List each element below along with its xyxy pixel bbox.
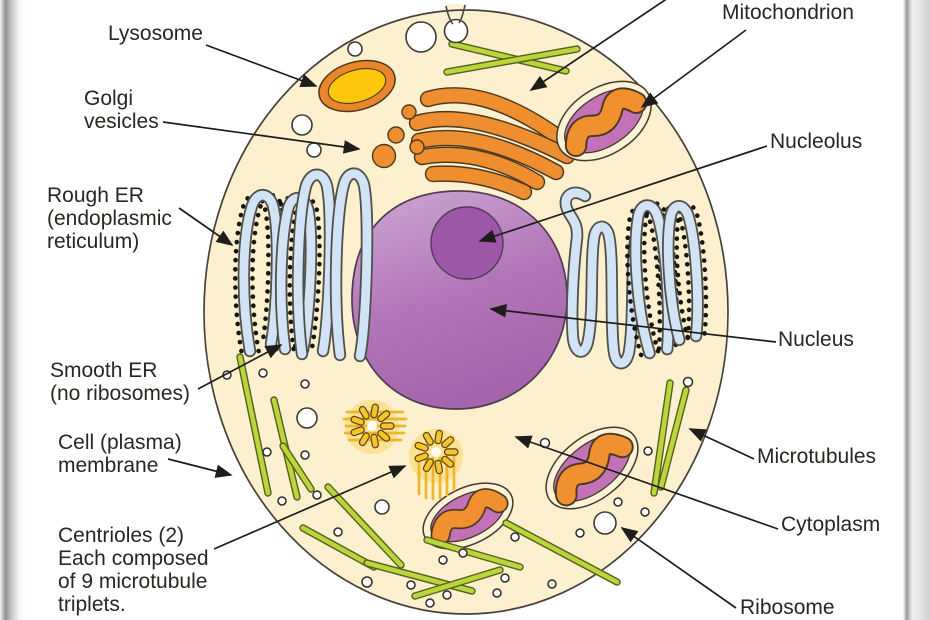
centriole-left <box>342 400 408 454</box>
mitochondrion-arrow <box>640 29 747 109</box>
microtubules-arrow <box>688 428 755 460</box>
cell-membrane-arrow <box>167 458 233 478</box>
microtubules <box>236 40 690 600</box>
rough-er-right <box>625 199 709 360</box>
nucleus-arrow <box>489 304 777 343</box>
cytoplasm-arrow <box>514 435 779 530</box>
smooth-er-right <box>559 186 642 370</box>
golgi-vesicles-arrow <box>162 121 361 154</box>
ribosome-arrow <box>620 527 737 609</box>
mitochondrion-middle <box>545 411 639 510</box>
annotation-arrows <box>162 0 779 609</box>
membrane-invagination <box>443 3 469 44</box>
lysosome-arrow <box>205 44 318 88</box>
centrioles-arrow <box>213 465 407 550</box>
nucleolus-arrow <box>478 145 768 243</box>
smooth-er-arrow <box>197 344 283 390</box>
golgi-apparatus <box>408 87 576 201</box>
nucleolus <box>430 206 504 280</box>
golgi-apparatus-arrow <box>529 0 667 91</box>
free-ribosomes <box>222 368 694 608</box>
rough-er-arrow <box>178 207 234 246</box>
page-edge-shadow-left <box>0 0 26 620</box>
vesicles <box>291 21 617 535</box>
page-edge-shadow-right <box>903 0 930 620</box>
smooth-er-left <box>291 167 374 363</box>
centriole-right <box>409 429 463 501</box>
mitochondrion-bottom <box>422 482 514 550</box>
golgi-vesicles <box>371 104 425 169</box>
mitochondrion-top <box>556 80 652 162</box>
lysosome <box>318 59 396 113</box>
